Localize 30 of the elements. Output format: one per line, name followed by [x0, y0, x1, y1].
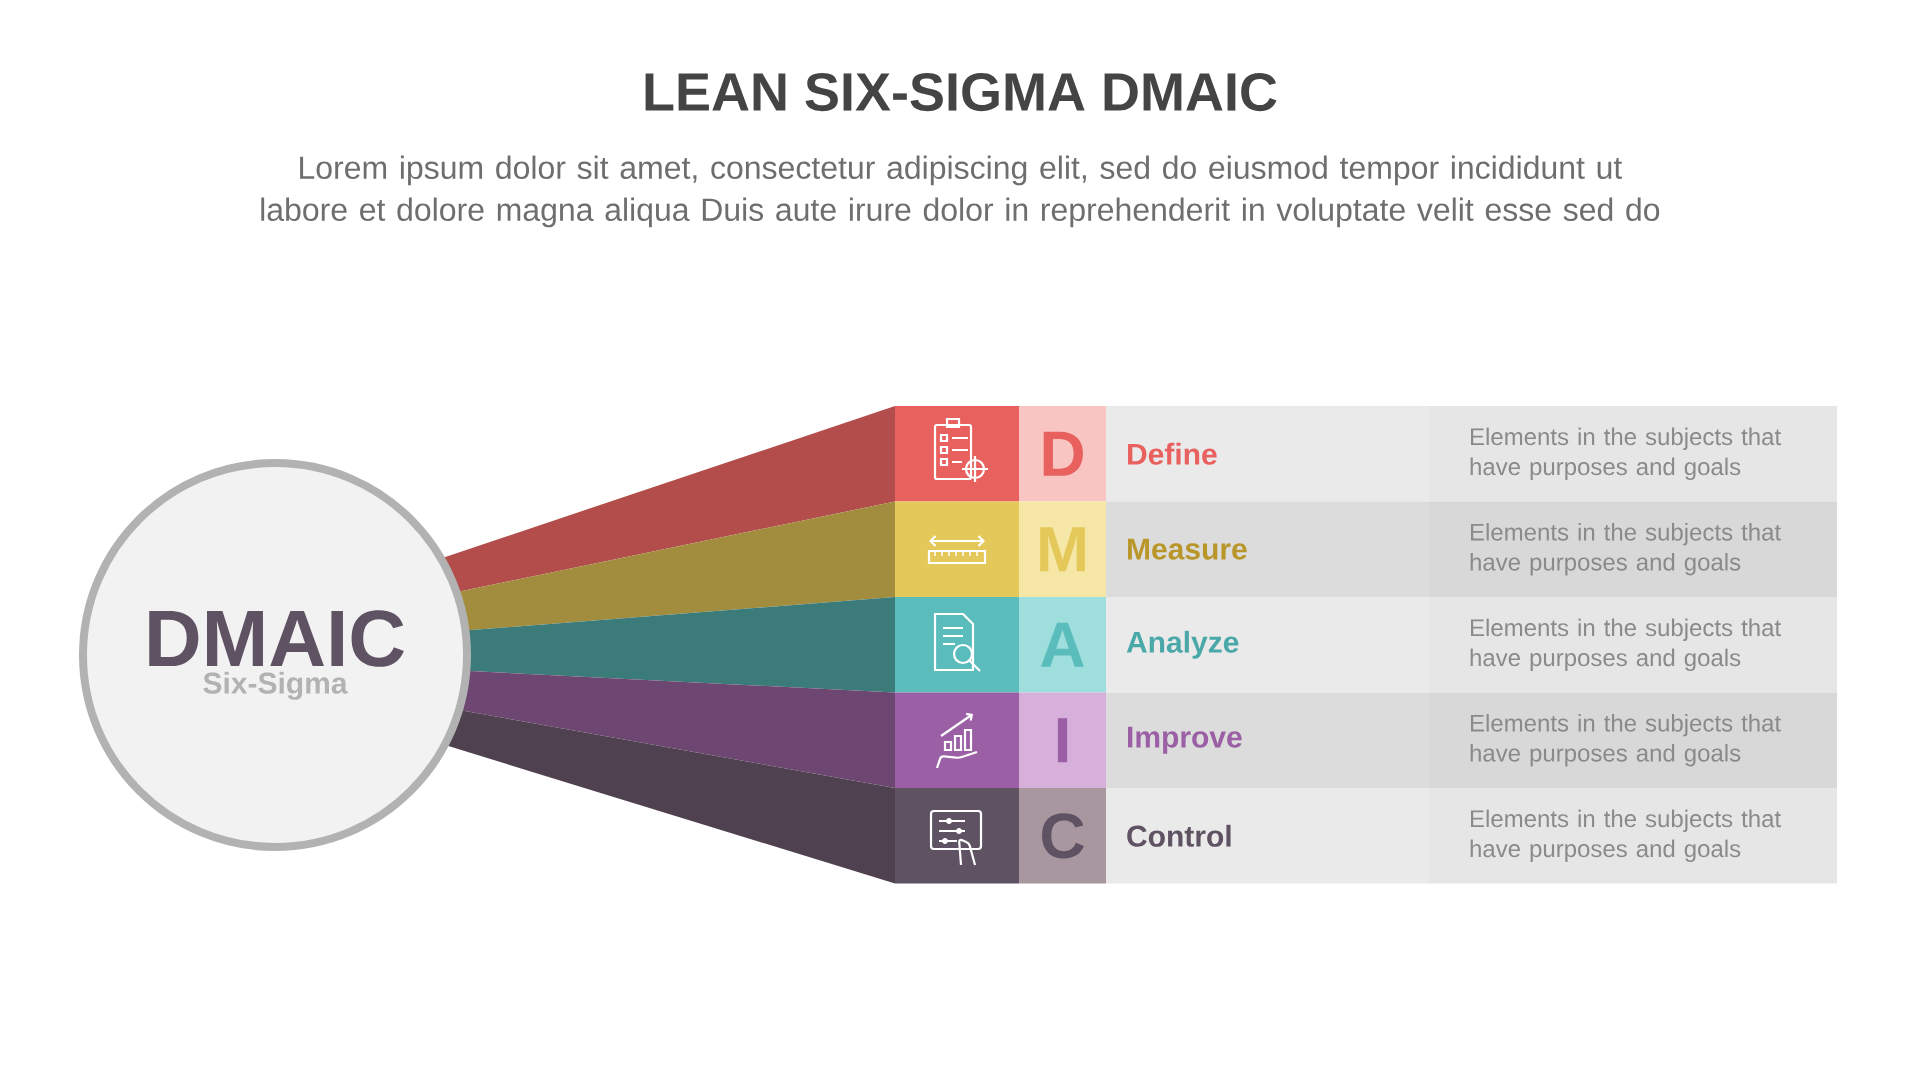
node-label: Define: [1128, 442, 1217, 465]
description-cell: Elements in the subjects that have purposes and goals: [1429, 597, 1837, 693]
name-cell: Improve: [1106, 692, 1429, 788]
node-label: Elements in the subjects that have purposes and goals: [1470, 618, 1781, 671]
subtitle: Lorem ipsum dolor sit amet, consectetur adipiscing elit, sed do eiusmod tempor incididunt ut labore et dolore magna aliqua Duis aute irure dolor in reprehenderit in voluptate velit esse sed do: [261, 155, 1660, 228]
circle: [79, 459, 471, 851]
name-cell: Define: [1106, 406, 1429, 502]
letter-tile: C: [1019, 788, 1106, 884]
letter-tile: A: [1019, 597, 1106, 693]
heading: DMAIC: [149, 610, 404, 667]
letter-tile: I: [1019, 692, 1106, 788]
letter-tile: M: [1019, 501, 1106, 597]
node-label: Elements in the subjects that have purposes and goals: [1470, 523, 1781, 576]
node-label: Control: [1127, 824, 1231, 847]
node-label: Analyze: [1126, 630, 1239, 659]
node-label: Elements in the subjects that have purposes and goals: [1470, 714, 1781, 767]
name-cell: Control: [1106, 788, 1429, 884]
description-cell: Elements in the subjects that have purposes and goals: [1429, 501, 1837, 597]
node-label: Elements in the subjects that have purposes and goals: [1470, 809, 1781, 862]
title: LEAN SIX-SIGMA DMAIC: [645, 72, 1277, 112]
description-cell: Elements in the subjects that have purposes and goals: [1429, 788, 1837, 884]
description-cell: Elements in the subjects that have purposes and goals: [1429, 406, 1837, 502]
node-label: Elements in the subjects that have purposes and goals: [1470, 427, 1781, 480]
description-cell: Elements in the subjects that have purposes and goals: [1429, 692, 1837, 788]
name-cell: Measure: [1106, 501, 1429, 597]
node-label: Measure: [1128, 538, 1247, 560]
node-label: Improve: [1128, 726, 1242, 754]
name-cell: Analyze: [1106, 597, 1429, 693]
subheading: Six-Sigma: [203, 671, 348, 700]
letter-tile: D: [1019, 406, 1106, 502]
